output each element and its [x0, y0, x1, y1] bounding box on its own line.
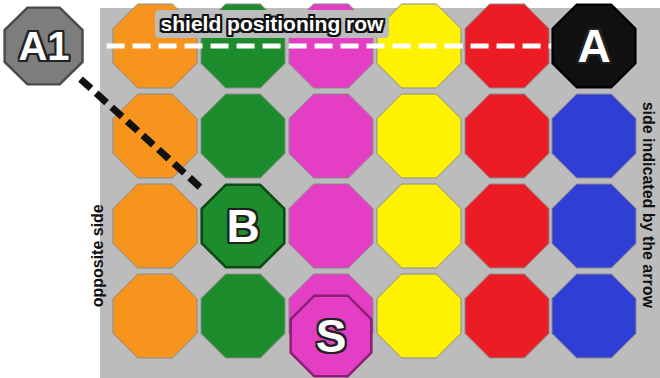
token-node: S [289, 294, 373, 378]
token [552, 274, 636, 358]
token [552, 184, 636, 268]
token [377, 274, 461, 358]
token-node: A [551, 3, 637, 89]
token [201, 94, 285, 178]
token-letter: S [316, 313, 347, 359]
token [113, 94, 197, 178]
token [465, 184, 549, 268]
row-label: shield positioning row [155, 10, 390, 37]
token-letter: B [226, 203, 259, 249]
token [113, 184, 197, 268]
dashed-connector [81, 44, 555, 49]
token [465, 274, 549, 358]
octagon-outline [553, 5, 636, 88]
token [289, 94, 373, 178]
token-letter: A [577, 23, 610, 69]
token [113, 274, 197, 358]
token [552, 94, 636, 178]
dashed-connector [81, 79, 204, 191]
side-label: side indicated by the arrow [639, 102, 657, 308]
token-letter: A1 [18, 26, 69, 66]
token [289, 184, 373, 268]
octagon-outline [202, 185, 285, 268]
octagon-outline [291, 296, 372, 377]
token [201, 274, 285, 358]
token [465, 94, 549, 178]
side-label: opposite side [89, 204, 107, 307]
token-node: B [200, 183, 286, 269]
token [377, 94, 461, 178]
token-node: A1 [3, 6, 84, 86]
token [377, 184, 461, 268]
octagon-outline [5, 8, 83, 85]
